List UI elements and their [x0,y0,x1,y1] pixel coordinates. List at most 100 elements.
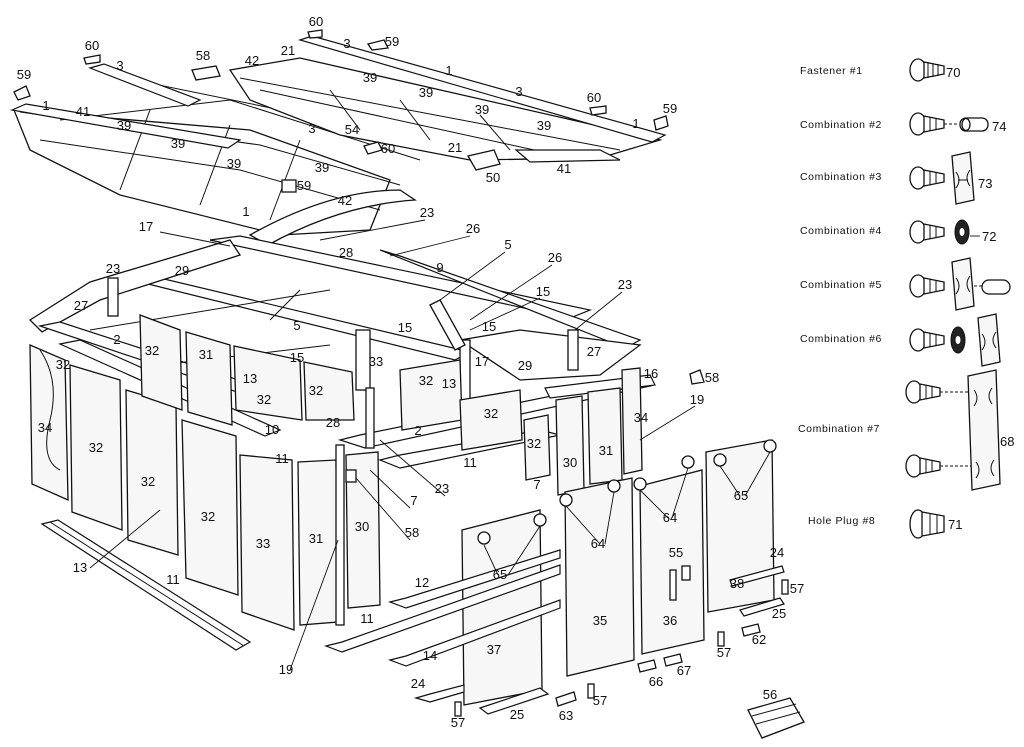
legend-combination-6: Combination #6 [800,333,882,345]
part-number-label: 32 [527,436,541,451]
part-number-label: 11 [360,611,374,626]
part-number-label: 59 [385,34,399,49]
legend-num-70: 70 [946,65,960,80]
roof-rail-left [9,103,242,149]
part-number-label: 60 [85,38,99,53]
part-number-label: 42 [338,193,352,208]
roof-bracket-59b [366,39,389,51]
roof-bracket-50 [467,149,501,171]
screw-icon [905,454,941,478]
part-number-label: 31 [199,347,213,362]
left-wall-panels [29,314,381,651]
part-number-label: 15 [398,320,412,335]
door-panel-35 [564,477,635,677]
right-back-panels [399,359,643,496]
part-number-label: 28 [326,415,340,430]
roof-bracket-60a [83,54,101,65]
door-track-14 [387,599,561,667]
part-number-label: 27 [74,298,88,313]
part-number-label: 23 [618,277,632,292]
legend-num-68: 68 [1000,434,1014,449]
part-number-label: 39 [171,136,185,151]
legend-num-73: 73 [978,176,992,191]
screw-icon [909,112,945,136]
door-roller-c [559,493,573,507]
part-number-label: 64 [591,536,605,551]
part-number-label: 60 [587,90,601,105]
part-number-label: 21 [281,43,295,58]
part-number-label: 34 [38,420,52,435]
part-number-label: 50 [486,170,500,185]
part-number-label: 57 [593,693,607,708]
part-number-label: 38 [730,576,744,591]
part-number-label: 7 [410,493,417,508]
part-number-label: 30 [563,455,577,470]
legend-combination-3: Combination #3 [800,171,882,183]
roof-bracket-60b [307,29,323,39]
door-roller-a [477,531,491,545]
roof-channel-left [88,63,202,107]
door-latch [681,565,691,581]
part-number-label: 1 [242,204,249,219]
part-number-label: 31 [309,531,323,546]
part-number-label: 67 [677,663,691,678]
parts-bundle-56 [747,697,805,739]
leader-lines [89,219,771,671]
roof-panel-left [13,109,391,236]
guide-62 [741,623,761,637]
part-number-label: 17 [475,354,489,369]
part-number-label: 13 [442,376,456,391]
part-number-label: 32 [89,440,103,455]
bracket-plate-icon [951,151,975,205]
washer-icon [954,219,970,245]
wall-panel-30 [345,451,381,609]
part-number-label: 33 [256,536,270,551]
gutter-right [514,149,621,163]
part-number-label: 57 [451,715,465,730]
roof-bracket-54 [363,141,383,155]
part-number-label: 39 [227,156,241,171]
corner-post-left [107,277,119,317]
part-number-label: 39 [363,70,377,85]
part-number-label: 31 [599,443,613,458]
guide-67 [663,653,683,667]
legend-num-71: 71 [948,517,962,532]
part-number-label: 59 [663,101,677,116]
side-panel-30 [555,395,585,496]
part-number-label: 11 [275,451,289,466]
legend-num-72: 72 [982,229,996,244]
part-number-label: 5 [293,318,300,333]
part-number-label: 42 [245,53,259,68]
roof-bracket-60c [589,105,607,116]
part-number-label: 32 [56,357,70,372]
part-number-label: 59 [297,178,311,193]
part-number-label: 3 [515,84,522,99]
part-number-label: 39 [315,160,329,175]
guide-63 [555,691,577,707]
part-number-label: 41 [76,104,90,119]
part-number-label: 32 [484,406,498,421]
back-panel-13 [233,345,303,421]
part-number-label: 35 [593,613,607,628]
part-number-label: 26 [466,221,480,236]
part-number-label: 58 [705,370,719,385]
part-number-label: 10 [265,422,279,437]
door-panel-37 [461,509,543,706]
door-roller-f [681,455,695,469]
part-number-label: 23 [435,481,449,496]
part-number-label: 57 [790,581,804,596]
part-number-label: 27 [587,344,601,359]
door-roller-g [713,453,727,467]
gable-truss-left [28,239,242,333]
roof-rail-right [297,35,667,143]
part-number-label: 24 [770,545,784,560]
part-number-label: 32 [309,383,323,398]
part-number-label: 60 [309,14,323,29]
long-bracket-plate-icon [967,369,1001,491]
part-number-label: 66 [649,674,663,689]
gable-truss-right [458,329,642,381]
part-number-label: 13 [243,371,257,386]
part-number-label: 54 [345,122,359,137]
